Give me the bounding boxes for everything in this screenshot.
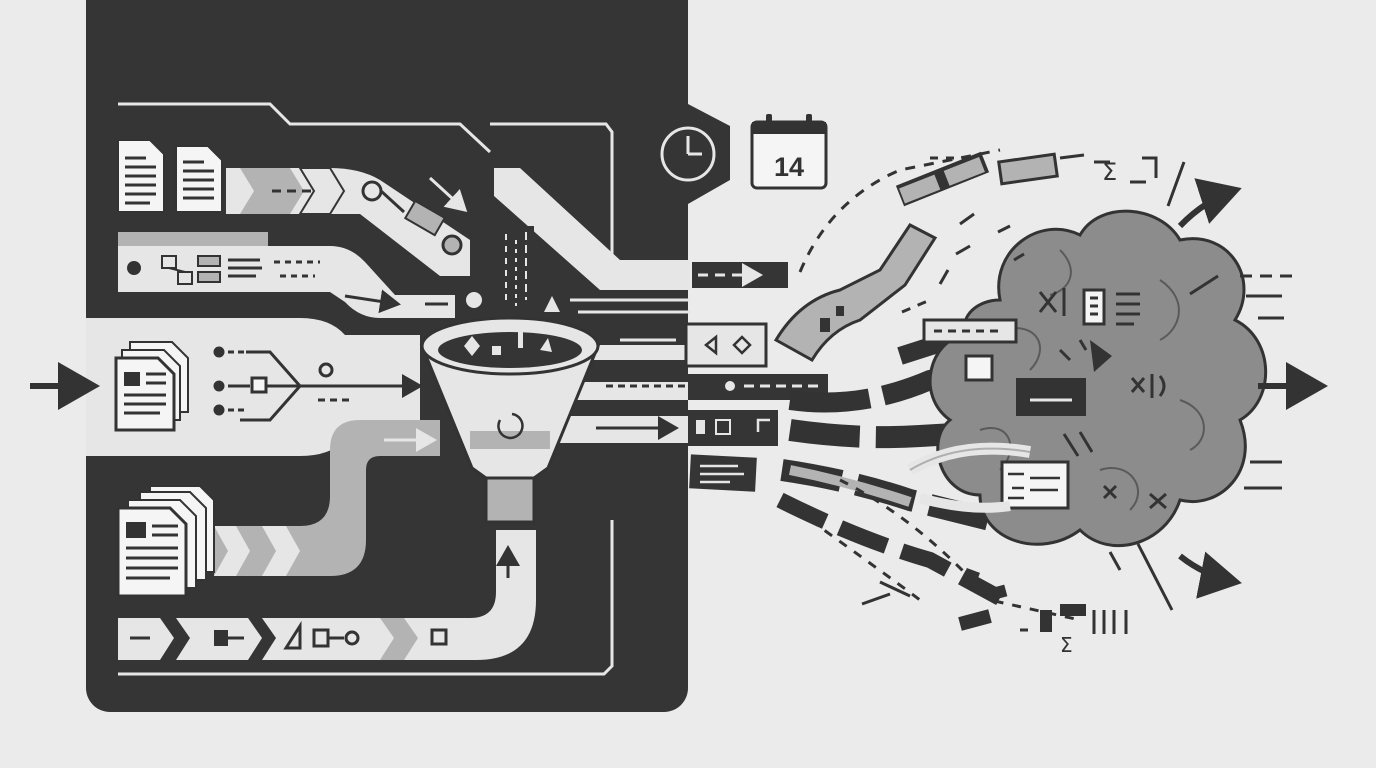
top-track-1 <box>226 167 470 276</box>
document-icon <box>117 139 165 213</box>
bottom-track <box>118 420 536 660</box>
document-icon <box>175 145 223 213</box>
document-stack-icon <box>116 485 215 598</box>
sigma-symbol-top: Σ <box>1102 158 1117 186</box>
funnel-icon <box>419 316 601 524</box>
cloud-inputs <box>906 318 1032 513</box>
sigma-symbol-bottom: Σ <box>1060 633 1073 657</box>
clock-icon <box>646 104 730 204</box>
scatter-marks <box>938 156 1292 632</box>
calendar-icon: 14 <box>750 114 828 190</box>
top-track-2 <box>118 232 455 318</box>
arrow-right-icon <box>1177 178 1242 229</box>
document-stack-icon <box>114 341 189 432</box>
intake-strip <box>466 168 690 314</box>
calendar-day: 14 <box>774 152 804 182</box>
cloud-icon <box>928 209 1268 547</box>
bottom-glyphs <box>1040 604 1128 634</box>
branch-diagram <box>213 346 423 422</box>
arrow-right-icon <box>1178 551 1242 599</box>
